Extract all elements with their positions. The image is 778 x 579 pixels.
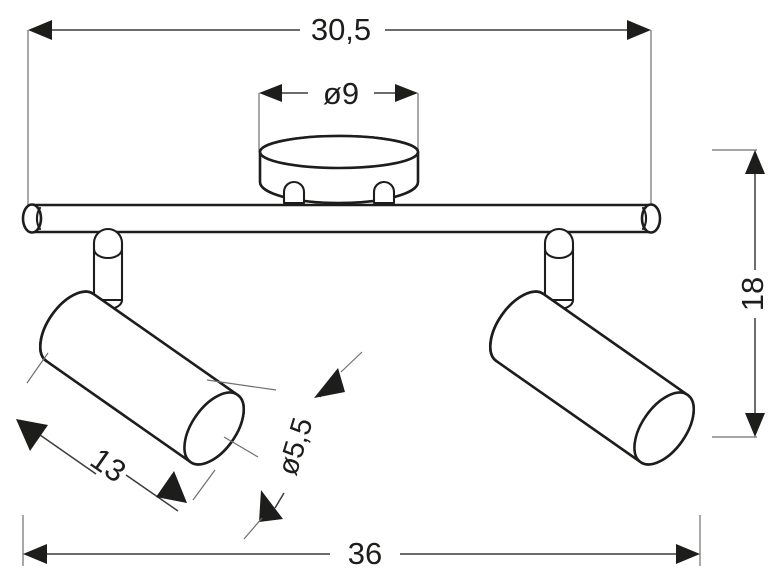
extension-line-upper	[206, 379, 277, 391]
canopy-top-rim	[258, 134, 420, 170]
arrow-head-left	[28, 20, 52, 40]
canopy-tab-right	[372, 180, 396, 205]
arrow-head-lower	[259, 490, 283, 522]
leader-line-lower	[243, 517, 263, 540]
dimension-overall-height: 18	[712, 149, 770, 438]
extension-tick-start	[26, 352, 49, 384]
dimension-label-canopy-diameter: ø9	[323, 76, 359, 111]
dimension-line-segment-a	[29, 427, 97, 475]
dimension-label-overall-span: 36	[348, 536, 382, 571]
arrow-head-left	[259, 84, 282, 102]
extension-tick-end	[192, 469, 216, 501]
part-spotlight-head-right	[488, 290, 696, 466]
leader-line-upper	[340, 351, 363, 373]
bar-end-inner-arc-left	[35, 206, 42, 231]
dimension-overall-span: 36	[22, 515, 701, 571]
spot-left-rear-arc	[38, 290, 95, 363]
dimension-overall-width: 30,5	[27, 12, 652, 212]
spot-right-front-rim	[633, 391, 696, 466]
part-mounting-bar	[21, 203, 662, 234]
dimension-label-overall-height: 18	[735, 277, 770, 311]
arm-left-top-arc	[92, 247, 124, 260]
arrow-head-start	[16, 419, 48, 451]
arrow-head-right	[627, 20, 651, 40]
canopy-tab-left	[282, 180, 306, 205]
arrow-head-end	[156, 471, 187, 503]
dimension-line-segment-b	[274, 492, 285, 509]
dimension-line-segment-b	[125, 474, 179, 512]
arm-right-top-arc	[543, 247, 575, 260]
bar-end-inner-arc-right	[641, 206, 648, 231]
bar-end-cap-left	[21, 203, 43, 234]
part-spotlight-head-left	[38, 290, 246, 466]
arm-right-rod	[543, 228, 575, 302]
part-canopy-tabs	[282, 180, 396, 205]
extension-line-lower	[223, 436, 259, 458]
bar-body	[30, 203, 653, 234]
dimension-canopy-diameter: ø9	[258, 76, 419, 152]
bar-end-cap-right	[640, 203, 662, 234]
dimension-label-overall-width: 30,5	[311, 12, 371, 47]
arrow-head-left	[23, 544, 47, 564]
arrow-head-bottom	[745, 413, 765, 437]
arm-left-rod	[92, 228, 124, 302]
arrow-head-right	[395, 84, 418, 102]
spot-right-rear-arc	[488, 290, 545, 363]
arrow-head-top	[745, 150, 765, 174]
arrow-head-right	[676, 544, 700, 564]
canopy-bottom-arc	[258, 180, 420, 205]
arrow-head-upper	[314, 368, 345, 398]
